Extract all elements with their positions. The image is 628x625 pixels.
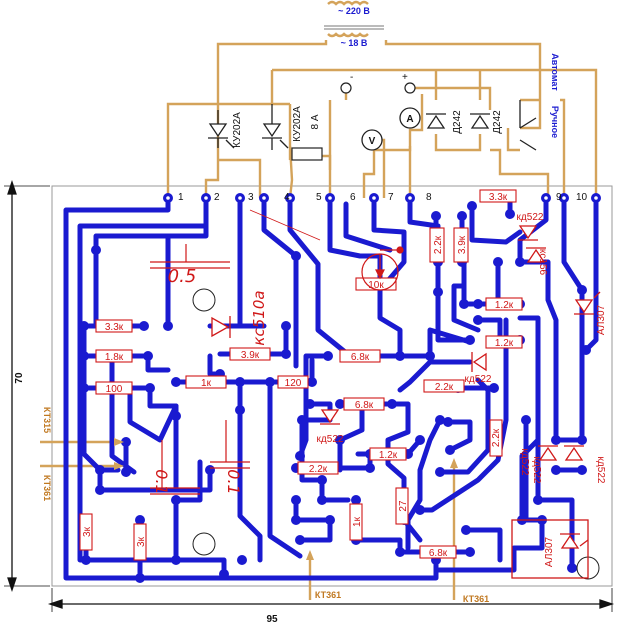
pin-label: 4 [284,192,290,203]
zener-diode [211,316,231,338]
resistor-6k8-label: 6.8к [355,400,374,411]
fuse [291,147,323,161]
pin-label: 10 [576,192,588,203]
mounting-hole [192,288,216,312]
transistor-kt315-label: КТ315 [42,407,52,433]
led-1 [574,291,601,315]
pin-label: 7 [388,192,394,203]
resistor-1k2-label: 1.2к [495,338,514,349]
fuse-label: 8 А [310,114,321,129]
resistor-1k2-label: 1.2к [379,450,398,461]
led-1-label: АЛ307 [596,304,607,335]
pin-labels: 1 2 3 4 5 6 7 8 9 10 [178,192,588,203]
resistor-2k2-label: 2.2к [435,382,454,393]
diode-d242-2 [470,113,490,129]
diode-kd522-label: кд522 [517,212,544,223]
diode-kd522-label: кд522 [465,374,492,385]
plus-label: + [402,72,408,83]
resistor-6k8-label: 6.8к [351,352,370,363]
resistor-1k-label: 1к [201,378,212,389]
resistor-3k-label: 3к [82,526,93,537]
resistor-labels: 3.3к 1.8к 100 1к 3.9к 6.8к 6.8к 2.2к 2.2… [82,192,514,559]
resistor-2k2-label: 2.2к [491,428,502,447]
diode-labels: кд522 кд522 кд522 кд522 кд522 кс156 кд52… [317,212,606,484]
voltmeter-label: V [369,136,376,147]
resistor-1k2-label: 1.2к [495,300,514,311]
minus-terminal [340,82,352,94]
minus-label: - [350,72,353,83]
ammeter [399,107,421,129]
diode-kc156-label: кс156 [537,249,548,276]
capacitors [150,244,250,495]
dimension-width [47,588,615,612]
transistor-kt361-label: КТ361 [315,590,341,600]
transformer-secondary-label: ~ 18 В [341,38,368,48]
pin-label: 2 [214,192,220,203]
diode-d242-1 [426,113,446,129]
diode-kd522-label: кд522 [519,449,530,476]
switch-auto-label: Автомат [550,53,560,91]
zener-label: кс510а [250,290,268,345]
transistor-arrows [114,438,458,560]
resistor-1k8-label: 1.8к [105,352,124,363]
resistor-10k-label: 10к [368,280,384,291]
pin-label: 8 [426,192,432,203]
diode-kd522-label: кд522 [317,434,344,445]
resistor-3k-label: 3к [136,536,147,547]
width-dimension-label: 95 [266,614,278,625]
resistor-2k2-label: 2.2к [309,464,328,475]
pin-label: 6 [350,192,356,203]
thyristor-1 [208,110,235,149]
potentiometer-10k [249,209,404,291]
led-2 [511,519,589,579]
dimension-height [4,179,50,593]
height-dimension-label: 70 [14,372,25,384]
resistor-100-label: 100 [106,384,123,395]
capacitor-0-1-label: 0.1 [224,469,243,494]
resistor-3k3-label: 3.3к [489,192,508,203]
resistor-27-label: 27 [398,500,409,512]
capacitor-0-1-label: 0.1 [152,469,171,494]
transistor-kt361-label: КТ361 [463,594,489,604]
switch-manual-label: Ручное [550,106,560,138]
resistor-6k8-label: 6.8к [429,548,448,559]
resistor-3k3-label: 3.3к [105,322,124,333]
diode-kd522-label: кд522 [595,457,606,484]
thyristor-2 [262,104,289,150]
pin-label: 1 [178,192,184,203]
resistor-1k-label: 1к [352,516,363,527]
resistor-3k9-label: 3.9к [457,235,468,254]
thyristor-1-label: КУ202А [232,112,243,148]
transistor-kt361-label: КТ361 [42,475,52,501]
mode-switch [519,100,537,151]
pin-label: 5 [316,192,322,203]
resistor-120-label: 120 [285,378,302,389]
ammeter-label: A [406,114,413,125]
diode-d242-1-label: Д242 [452,110,463,134]
thyristor-2-label: КУ202А [292,106,303,142]
led-2-label: АЛ307 [544,536,555,567]
capacitor-0-5-label: 0.5 [168,266,197,287]
diode-kd522-label: кд522 [531,457,542,484]
resistor-2k2-label: 2.2к [433,235,444,254]
plus-terminal [404,82,416,94]
resistor-3k9-label: 3.9к [241,350,260,361]
diode-d242-2-label: Д242 [492,110,503,134]
diodes [320,225,584,461]
pin-label: 3 [248,192,254,203]
pin-label: 9 [556,192,562,203]
mounting-hole [192,532,216,556]
resistors [79,189,523,561]
voltmeter [361,129,383,151]
transformer-primary-label: ~ 220 В [338,6,370,16]
